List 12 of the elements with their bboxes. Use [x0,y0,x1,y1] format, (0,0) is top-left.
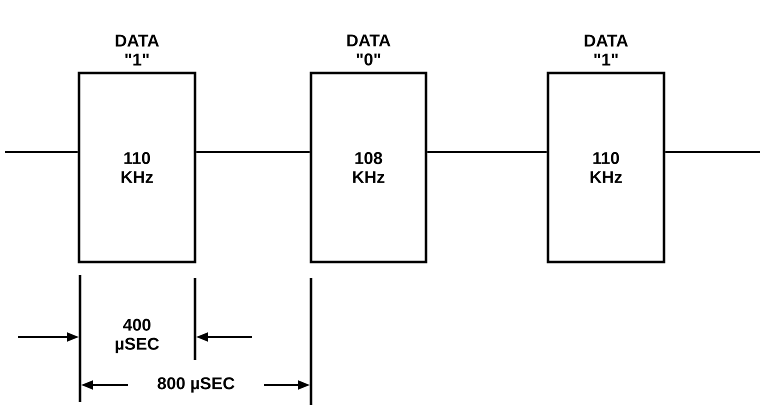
signal-box: 110 KHz [546,72,666,264]
signal-line [427,151,547,153]
signal-box: 110 KHz [78,72,196,264]
signal-line [5,151,78,153]
box-heading: DATA "0" [347,34,390,66]
box-heading: DATA "1" [584,34,628,66]
box-heading: DATA "1" [116,34,159,66]
signal-line [196,151,310,153]
dimension-label: 800 µSEC [158,377,234,393]
signal-box: 108 KHz [310,72,428,264]
dimension-label: 400 µSEC [116,318,159,354]
signal-line [665,151,760,153]
